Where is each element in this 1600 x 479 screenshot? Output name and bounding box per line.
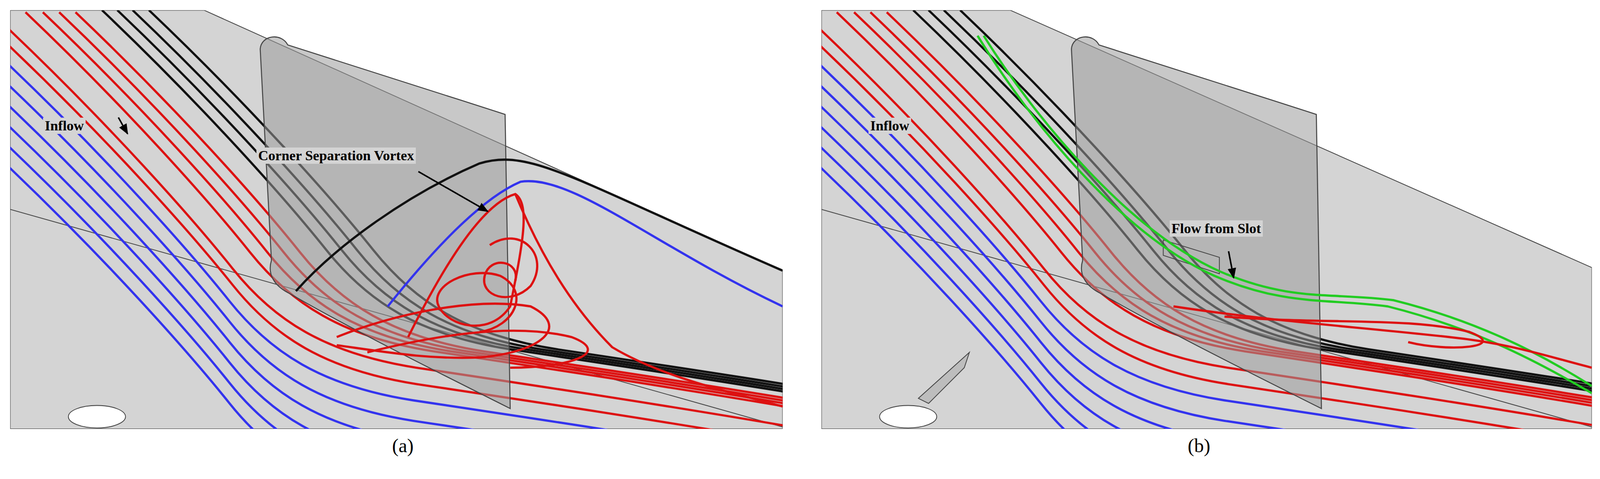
feature-label: Flow from Slot bbox=[1169, 220, 1263, 237]
panel-a bbox=[10, 10, 783, 429]
panel-label: (a) bbox=[392, 435, 414, 457]
panel-b bbox=[821, 10, 1593, 429]
panel-label: (b) bbox=[1187, 435, 1211, 457]
flow-label: Inflow bbox=[868, 117, 912, 134]
feature-label: Corner Separation Vortex bbox=[256, 147, 416, 164]
flow-label: Inflow bbox=[43, 117, 86, 134]
